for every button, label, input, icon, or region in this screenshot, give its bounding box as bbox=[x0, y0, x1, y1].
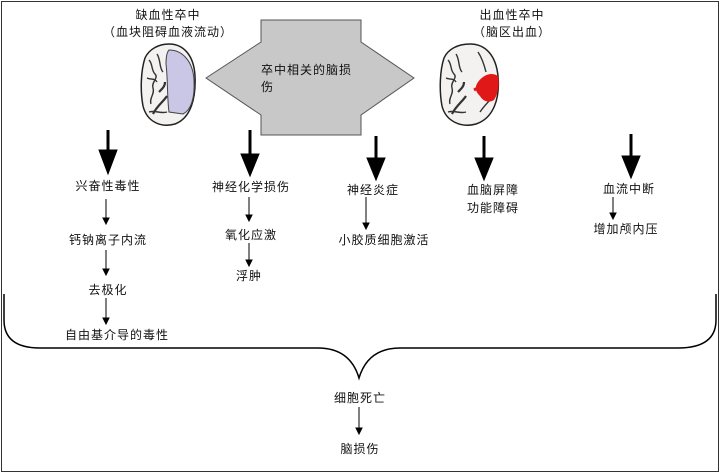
grouping-brace bbox=[3, 294, 717, 381]
hemorrhage-area bbox=[475, 74, 499, 102]
node-microglia-activation: 小胶质细胞激活 bbox=[338, 233, 430, 247]
ischemic-area bbox=[165, 49, 195, 115]
node-neuroinflammation: 神经炎症 bbox=[346, 183, 400, 197]
node-blood-flow-interruption: 血流中断 bbox=[602, 182, 656, 196]
bold-arrow-1 bbox=[98, 130, 118, 176]
node-cell-death: 细胞死亡 bbox=[333, 391, 387, 405]
node-depolarization: 去极化 bbox=[88, 283, 128, 297]
node-calcium-sodium-influx: 钙钠离子内流 bbox=[68, 233, 148, 247]
node-blood-brain-barrier: 血脑屏障 bbox=[466, 183, 520, 197]
bold-arrow-2 bbox=[240, 130, 260, 178]
center-arrow-label: 卒中相关的脑损伤 bbox=[261, 62, 353, 94]
hemorrhagic-brain-image bbox=[439, 43, 500, 126]
node-excitotoxicity: 兴奋性毒性 bbox=[75, 179, 141, 193]
node-increased-intracranial-pressure: 增加颅内压 bbox=[593, 222, 659, 236]
hemorrhagic-stroke-subtitle: （脑区出血） bbox=[472, 25, 552, 39]
bold-arrows bbox=[98, 130, 641, 182]
node-brain-injury: 脑损伤 bbox=[340, 442, 380, 456]
node-dysfunction: 功能障碍 bbox=[466, 201, 520, 215]
bold-arrow-5 bbox=[621, 134, 641, 180]
node-neurochemical-injury: 神经化学损伤 bbox=[211, 180, 291, 194]
bold-arrow-3 bbox=[366, 136, 386, 182]
node-edema: 浮肿 bbox=[235, 269, 263, 283]
thin-arrows bbox=[102, 197, 617, 436]
ischemic-stroke-title: 缺血性卒中 bbox=[135, 8, 201, 22]
node-free-radical-toxicity: 自由基介导的毒性 bbox=[64, 328, 170, 342]
node-oxidative-stress: 氧化应激 bbox=[224, 228, 278, 242]
center-double-arrow bbox=[205, 19, 415, 136]
bold-arrow-4 bbox=[474, 136, 494, 182]
hemorrhagic-stroke-title: 出血性卒中 bbox=[479, 8, 545, 22]
ischemic-stroke-subtitle: （血块阻碍血液流动） bbox=[102, 25, 234, 39]
ischemic-brain-image bbox=[140, 43, 196, 126]
